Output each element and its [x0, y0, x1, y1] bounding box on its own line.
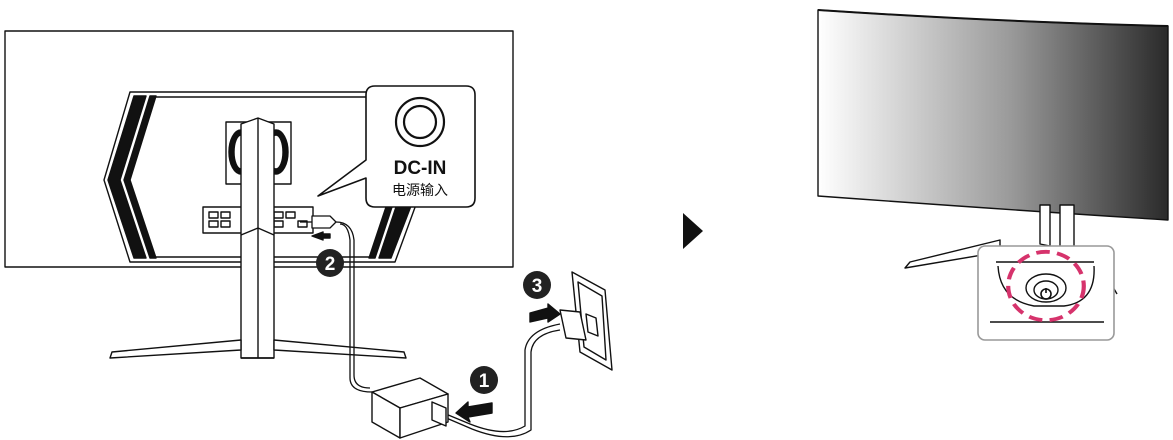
front-stand-neck	[1039, 204, 1075, 251]
svg-text:2: 2	[325, 254, 336, 275]
dc-in-label-cn: 电源输入	[392, 183, 448, 199]
power-button-highlight	[1006, 249, 1086, 323]
step-badge-3: 3	[523, 271, 551, 299]
power-icon	[1025, 273, 1067, 303]
curved-screen	[817, 9, 1169, 221]
dc-in-callout	[317, 85, 476, 208]
power-cable	[300, 215, 561, 438]
power-button-inset	[977, 245, 1115, 341]
stand-base	[109, 339, 407, 359]
triangle-right-icon	[683, 213, 703, 249]
arrow-insert-dc	[311, 231, 331, 241]
monitor-rear-illustration	[4, 30, 613, 439]
monitor-front-illustration	[817, 9, 1169, 341]
svg-text:1: 1	[479, 371, 490, 392]
svg-text:3: 3	[532, 276, 543, 297]
wall-outlet	[559, 271, 613, 371]
arrow-insert-outlet	[529, 303, 561, 323]
power-adapter	[371, 377, 449, 439]
stand-neck	[240, 117, 275, 359]
arrow-insert-adapter	[455, 401, 493, 423]
dc-in-label: DC-IN	[394, 158, 447, 179]
dc-in-port-icon	[394, 96, 446, 148]
step-badge-2: 2	[316, 249, 344, 277]
step-badge-1: 1	[470, 366, 498, 394]
